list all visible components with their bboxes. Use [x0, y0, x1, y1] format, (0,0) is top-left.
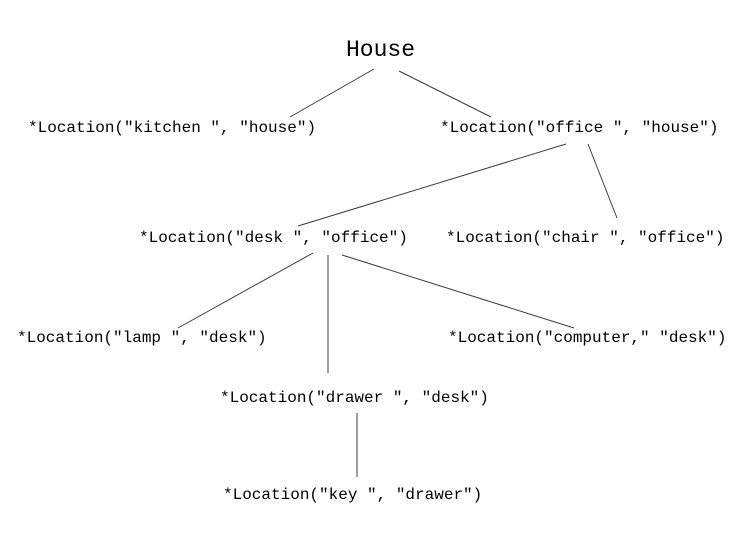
tree-node-drawer: *Location("drawer ", "desk") — [220, 389, 489, 407]
edge-house-office — [398, 70, 492, 118]
tree-node-key: *Location("key ", "drawer") — [223, 486, 483, 504]
edge-office-desk — [297, 143, 567, 227]
tree-node-chair: *Location("chair ", "office") — [446, 229, 725, 247]
edge-office-chair — [587, 143, 618, 219]
edge-house-kitchen — [289, 68, 375, 118]
tree-node-computer: *Location("computer," "desk") — [448, 329, 727, 347]
tree-node-lamp: *Location("lamp ", "desk") — [17, 329, 267, 347]
tree-node-office: *Location("office ", "house") — [440, 119, 719, 137]
tree-node-kitchen: *Location("kitchen ", "house") — [28, 119, 317, 137]
tree-node-desk: *Location("desk ", "office") — [139, 229, 408, 247]
tree-node-house: House — [346, 37, 416, 63]
edge-desk-computer — [341, 254, 575, 329]
edge-desk-lamp — [177, 252, 314, 329]
